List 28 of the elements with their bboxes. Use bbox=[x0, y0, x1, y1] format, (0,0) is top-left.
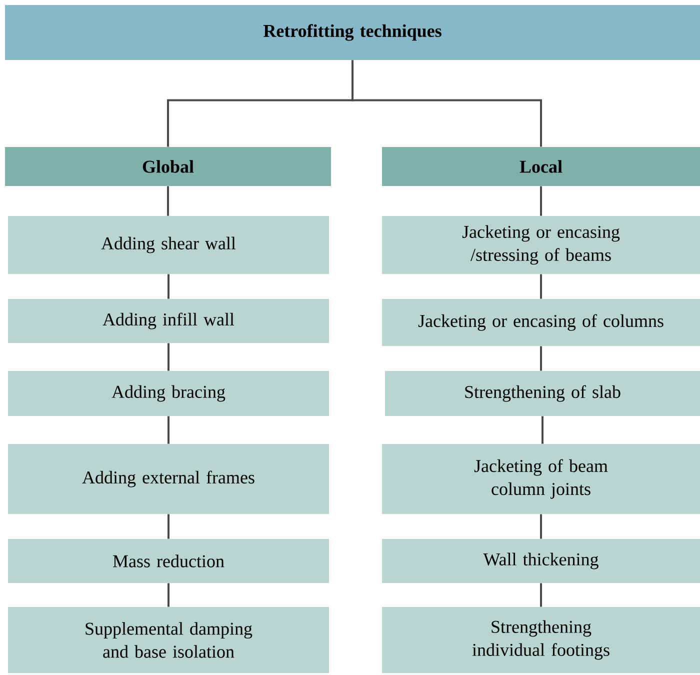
connector-line bbox=[542, 416, 544, 444]
connector-line bbox=[168, 343, 170, 371]
connector-line bbox=[540, 514, 542, 539]
connector-line bbox=[168, 274, 170, 299]
technique-box: Adding bracing bbox=[8, 371, 329, 416]
connector-line bbox=[540, 583, 542, 607]
technique-box: Supplemental damping and base isolation bbox=[8, 607, 329, 673]
connector-line bbox=[168, 514, 170, 539]
technique-box: Strengthening of slab bbox=[385, 371, 700, 416]
connector-line bbox=[540, 346, 542, 371]
connector-line bbox=[540, 274, 542, 299]
connector-line bbox=[352, 60, 542, 147]
technique-box: Jacketing of beam column joints bbox=[382, 444, 700, 514]
connector-line bbox=[540, 186, 542, 216]
technique-box: Adding shear wall bbox=[8, 216, 329, 274]
category-box: Local bbox=[382, 147, 700, 186]
technique-box: Wall thickening bbox=[382, 539, 700, 583]
technique-box: Adding external frames bbox=[8, 444, 329, 514]
connector-line bbox=[167, 186, 169, 216]
connector-line bbox=[168, 416, 170, 444]
category-box: Global bbox=[5, 147, 331, 186]
technique-box: Jacketing or encasing of columns bbox=[382, 299, 700, 346]
connector-line bbox=[168, 583, 170, 607]
technique-box: Strengthening individual footings bbox=[382, 607, 700, 673]
technique-box: Mass reduction bbox=[8, 539, 329, 583]
title-box: Retrofitting techniques bbox=[5, 5, 700, 60]
technique-box: Adding infill wall bbox=[8, 299, 329, 343]
technique-box: Jacketing or encasing /stressing of beams bbox=[382, 216, 700, 274]
